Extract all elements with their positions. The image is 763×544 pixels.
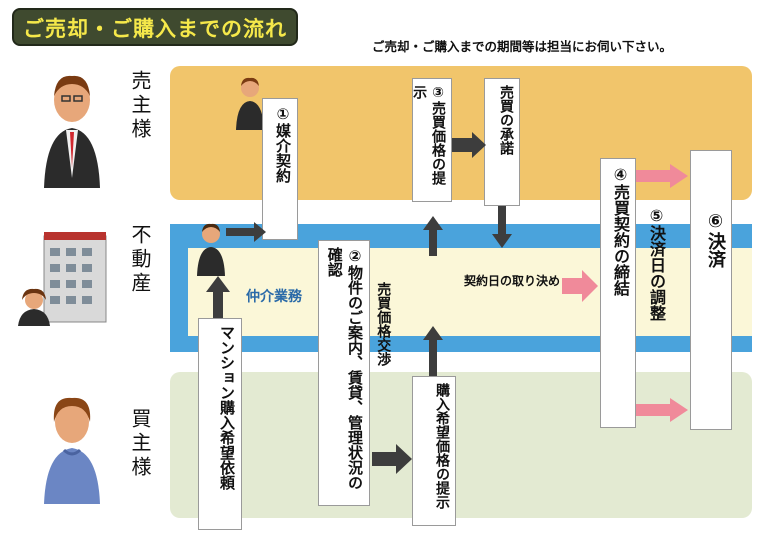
agent-inner-band	[188, 248, 752, 336]
agent-building-icon	[18, 232, 107, 326]
arrow-offer-up	[423, 326, 443, 376]
period-note: ご売却・ご購入までの期間等は担当にお伺い下さい。	[372, 39, 673, 54]
arrow-approval-down	[492, 206, 512, 248]
arrow-property-to-offer	[372, 444, 412, 474]
arrow-request-up	[206, 276, 230, 318]
seller-person-icon	[44, 75, 100, 188]
arrow-seller-settlement-pink	[636, 164, 688, 188]
step-settlement-adjust: ⑤決済日の調整	[647, 206, 666, 321]
step-contract-date: 契約日の取り決め	[464, 274, 561, 288]
arrow-price-to-approval	[452, 132, 486, 158]
step-mediation-contract: ①媒介契約	[262, 98, 298, 240]
step-property-info: ②物件のご案内、賃貸、管理状況の確認	[318, 240, 370, 506]
step-sale-approval: 売買の承諾	[484, 78, 520, 206]
page-title: ご売却・ご購入までの流れ	[12, 8, 298, 46]
seller-label: 売主様	[128, 70, 152, 142]
step-contract-signing: ④売買契約の締結	[600, 158, 636, 428]
arrow-buyer-settlement-pink	[636, 398, 688, 422]
arrow-agent-to-mediation	[226, 222, 266, 242]
agent-label: 不動産	[128, 224, 152, 296]
seller-small-person-icon	[236, 77, 264, 130]
buyer-band	[170, 372, 752, 518]
step-negotiation: 売買価格交渉	[375, 282, 392, 366]
buyer-person-icon	[44, 397, 100, 504]
step-purchase-request: マンション購入希望依頼	[198, 318, 242, 530]
buyer-label: 買主様	[128, 408, 152, 480]
arrow-agent-to-price	[423, 216, 443, 256]
agent-work-label: 仲介業務	[246, 289, 302, 305]
agent-small-person-icon	[197, 223, 225, 276]
arrow-contract-date-pink	[562, 270, 598, 302]
step-purchase-offer: 購入希望価格の提示	[412, 376, 456, 526]
step-settlement: ⑥決済	[690, 150, 732, 430]
step-price-offer: ③売買価格の提示	[411, 78, 452, 202]
